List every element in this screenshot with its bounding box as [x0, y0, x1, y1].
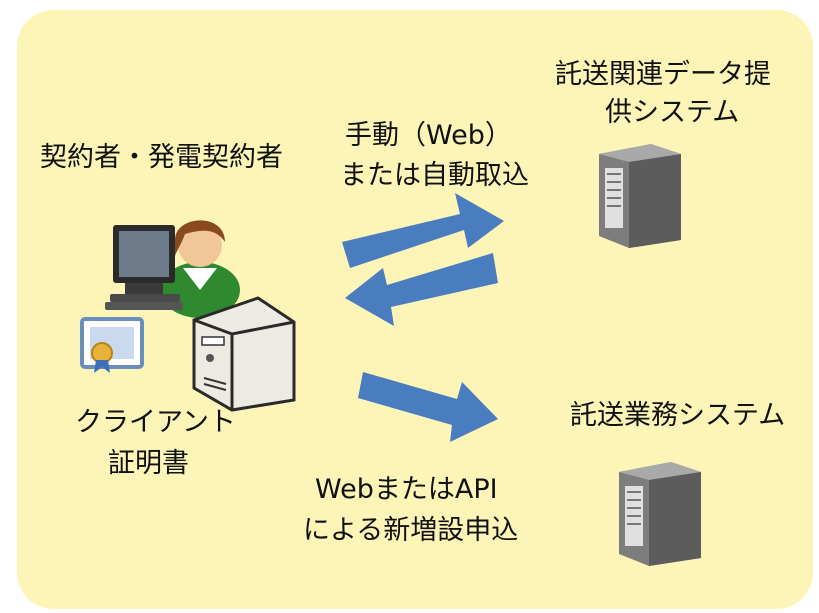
certificate-icon [80, 317, 144, 373]
user-at-computer-icon [105, 220, 240, 318]
certificate-label-line1: クライアント [75, 407, 236, 438]
server-icon [619, 462, 701, 566]
arrow-to-business-system [358, 372, 498, 442]
business-system-label: 託送業務システム [570, 400, 786, 431]
api-label-line2: による新増設申込 [303, 515, 519, 546]
api-label-line1: WebまたはAPI [315, 474, 498, 505]
data-system-label-line2: 供システム [605, 97, 740, 128]
arrow-from-data-system [345, 253, 498, 326]
client-computer-icon [192, 296, 296, 412]
user-label: 契約者・発電契約者 [40, 142, 283, 173]
manual-auto-label-line1: 手動（Web） [345, 120, 512, 151]
manual-auto-label-line2: または自動取込 [340, 160, 529, 191]
data-system-label-line1: 託送関連データ提 [555, 59, 771, 90]
certificate-label-line2: 証明書 [108, 448, 189, 479]
arrow-to-data-system [342, 193, 504, 268]
server-icon [599, 144, 681, 248]
